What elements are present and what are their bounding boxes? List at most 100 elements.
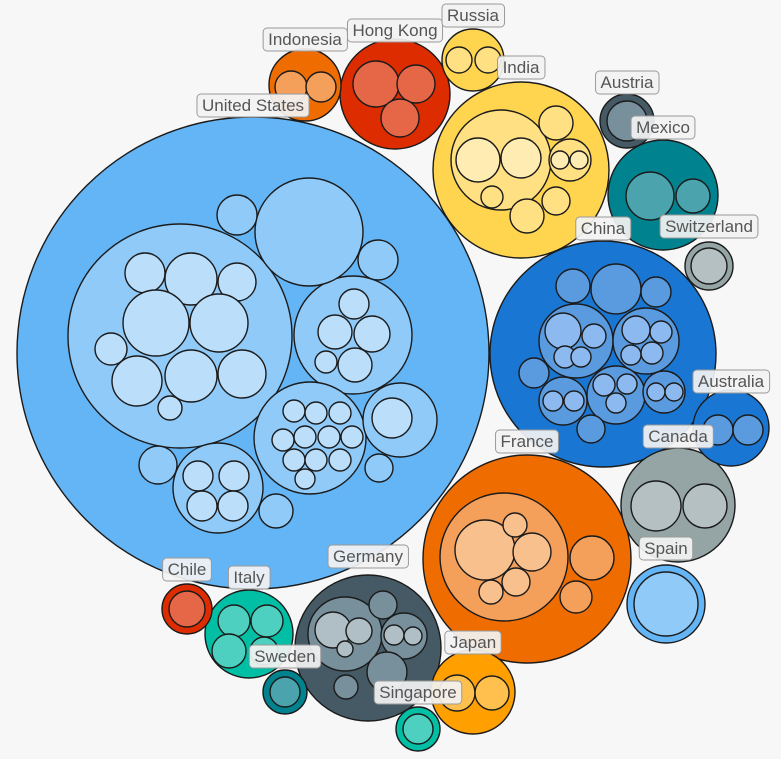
loose-bubble-australia-1[interactable]: [732, 414, 764, 446]
leaf-bubble-united-states-2-3[interactable]: [271, 428, 295, 452]
label-sweden: Sweden: [248, 644, 322, 669]
leaf-bubble-united-states-2-10[interactable]: [294, 468, 316, 490]
leaf-bubble-india-0-0[interactable]: [455, 137, 501, 183]
leaf-bubble-china-0-3[interactable]: [570, 346, 592, 368]
loose-bubble-china-4[interactable]: [576, 414, 606, 444]
loose-bubble-switzerland-0[interactable]: [690, 247, 728, 285]
leaf-bubble-germany-1-0[interactable]: [383, 624, 405, 646]
leaf-bubble-united-states-1-1[interactable]: [317, 314, 353, 350]
loose-bubble-canada-0[interactable]: [630, 480, 682, 532]
loose-bubble-france-1[interactable]: [559, 580, 593, 614]
loose-bubble-italy-0[interactable]: [217, 604, 251, 638]
leaf-bubble-france-0-2[interactable]: [502, 512, 528, 538]
leaf-bubble-united-states-0-9[interactable]: [157, 395, 183, 421]
leaf-bubble-india-0-1[interactable]: [500, 137, 542, 179]
leaf-bubble-united-states-0-3[interactable]: [122, 289, 190, 357]
leaf-bubble-united-states-1-2[interactable]: [353, 315, 391, 353]
loose-bubble-united-states-4[interactable]: [258, 493, 294, 529]
country-bubble-group-russia: [441, 28, 505, 92]
leaf-bubble-china-3-1[interactable]: [563, 390, 585, 412]
country-bubble-group-canada: [620, 447, 736, 563]
leaf-bubble-united-states-3-2[interactable]: [186, 490, 218, 522]
loose-bubble-india-2[interactable]: [541, 186, 571, 216]
leaf-bubble-united-states-2-2[interactable]: [328, 401, 352, 425]
leaf-bubble-united-states-3-3[interactable]: [217, 490, 249, 522]
leaf-bubble-china-3-0[interactable]: [542, 390, 564, 412]
leaf-bubble-united-states-3-0[interactable]: [182, 460, 214, 492]
leaf-bubble-united-states-0-5[interactable]: [94, 332, 128, 366]
loose-bubble-germany-0[interactable]: [368, 590, 398, 620]
leaf-bubble-united-states-2-8[interactable]: [304, 448, 328, 472]
leaf-bubble-china-4-1[interactable]: [664, 382, 684, 402]
loose-bubble-hong-kong-1[interactable]: [396, 64, 436, 104]
loose-bubble-india-1[interactable]: [509, 198, 545, 234]
loose-bubble-singapore-0[interactable]: [402, 713, 434, 745]
leaf-bubble-china-2-2[interactable]: [605, 392, 627, 414]
loose-bubble-sweden-0[interactable]: [269, 676, 301, 708]
loose-bubble-mexico-0[interactable]: [625, 171, 675, 221]
leaf-bubble-united-states-4-0[interactable]: [371, 397, 413, 439]
loose-bubble-japan-1[interactable]: [474, 675, 510, 711]
loose-bubble-china-2[interactable]: [640, 276, 672, 308]
leaf-bubble-united-states-0-4[interactable]: [189, 293, 249, 353]
leaf-bubble-germany-0-2[interactable]: [336, 640, 354, 658]
leaf-bubble-united-states-1-0[interactable]: [338, 288, 370, 320]
leaf-bubble-united-states-2-5[interactable]: [317, 425, 341, 449]
sub-bubble-china-1[interactable]: [612, 307, 680, 375]
label-text-hong-kong: Hong Kong: [352, 21, 437, 40]
loose-bubble-united-states-2[interactable]: [138, 445, 178, 485]
leaf-bubble-united-states-2-7[interactable]: [282, 448, 306, 472]
loose-bubble-france-0[interactable]: [569, 535, 615, 581]
leaf-bubble-united-states-2-0[interactable]: [282, 399, 306, 423]
leaf-bubble-china-2-1[interactable]: [616, 373, 638, 395]
loose-bubble-united-states-1[interactable]: [357, 239, 399, 281]
leaf-bubble-united-states-0-7[interactable]: [164, 349, 218, 403]
leaf-bubble-united-states-0-1[interactable]: [164, 252, 218, 306]
leaf-bubble-india-1-0[interactable]: [550, 150, 570, 170]
loose-bubble-mexico-1[interactable]: [675, 178, 711, 214]
loose-bubble-italy-1[interactable]: [250, 604, 284, 638]
label-box-indonesia: [262, 27, 348, 52]
loose-bubble-indonesia-1[interactable]: [305, 71, 337, 103]
leaf-bubble-united-states-1-4[interactable]: [337, 347, 373, 383]
leaf-bubble-united-states-2-9[interactable]: [328, 448, 352, 472]
leaf-bubble-germany-1-1[interactable]: [403, 626, 423, 646]
leaf-bubble-france-0-3[interactable]: [501, 567, 531, 597]
loose-bubble-china-1[interactable]: [555, 268, 591, 304]
loose-bubble-germany-2[interactable]: [333, 674, 359, 700]
loose-bubble-canada-1[interactable]: [682, 483, 728, 529]
loose-bubble-china-3[interactable]: [518, 357, 550, 389]
leaf-bubble-united-states-1-3[interactable]: [314, 350, 338, 374]
leaf-bubble-germany-0-1[interactable]: [345, 617, 373, 645]
leaf-bubble-united-states-2-4[interactable]: [293, 425, 317, 449]
leaf-bubble-china-0-0[interactable]: [544, 312, 582, 350]
leaf-bubble-china-4-0[interactable]: [646, 382, 666, 402]
loose-bubble-spain-0[interactable]: [633, 571, 699, 637]
leaf-bubble-united-states-3-1[interactable]: [218, 460, 250, 492]
loose-bubble-united-states-0[interactable]: [216, 194, 258, 236]
leaf-bubble-united-states-0-6[interactable]: [111, 355, 163, 407]
leaf-bubble-china-2-0[interactable]: [592, 373, 616, 397]
leaf-bubble-united-states-2-1[interactable]: [304, 401, 328, 425]
leaf-bubble-united-states-0-0[interactable]: [124, 252, 166, 294]
leaf-bubble-france-0-4[interactable]: [478, 579, 504, 605]
sub-bubble-united-states-3[interactable]: [172, 442, 264, 534]
loose-bubble-chile-0[interactable]: [168, 590, 206, 628]
loose-bubble-italy-2[interactable]: [211, 633, 247, 669]
loose-bubble-russia-0[interactable]: [445, 46, 473, 74]
leaf-bubble-china-1-0[interactable]: [621, 315, 651, 345]
leaf-bubble-united-states-0-8[interactable]: [217, 349, 267, 399]
leaf-bubble-china-0-1[interactable]: [581, 323, 607, 349]
leaf-bubble-india-1-1[interactable]: [569, 150, 589, 170]
loose-bubble-india-3[interactable]: [480, 185, 504, 209]
leaf-bubble-china-1-3[interactable]: [640, 341, 664, 365]
sub-bubble-united-states-5[interactable]: [254, 177, 364, 287]
leaf-bubble-china-1-2[interactable]: [620, 344, 642, 366]
loose-bubble-united-states-3[interactable]: [364, 453, 394, 483]
leaf-bubble-france-0-1[interactable]: [512, 532, 552, 572]
loose-bubble-india-0[interactable]: [538, 105, 574, 141]
leaf-bubble-china-1-1[interactable]: [649, 320, 673, 344]
leaf-bubble-united-states-2-6[interactable]: [340, 425, 364, 449]
loose-bubble-hong-kong-2[interactable]: [380, 98, 420, 138]
loose-bubble-china-0[interactable]: [590, 263, 642, 315]
